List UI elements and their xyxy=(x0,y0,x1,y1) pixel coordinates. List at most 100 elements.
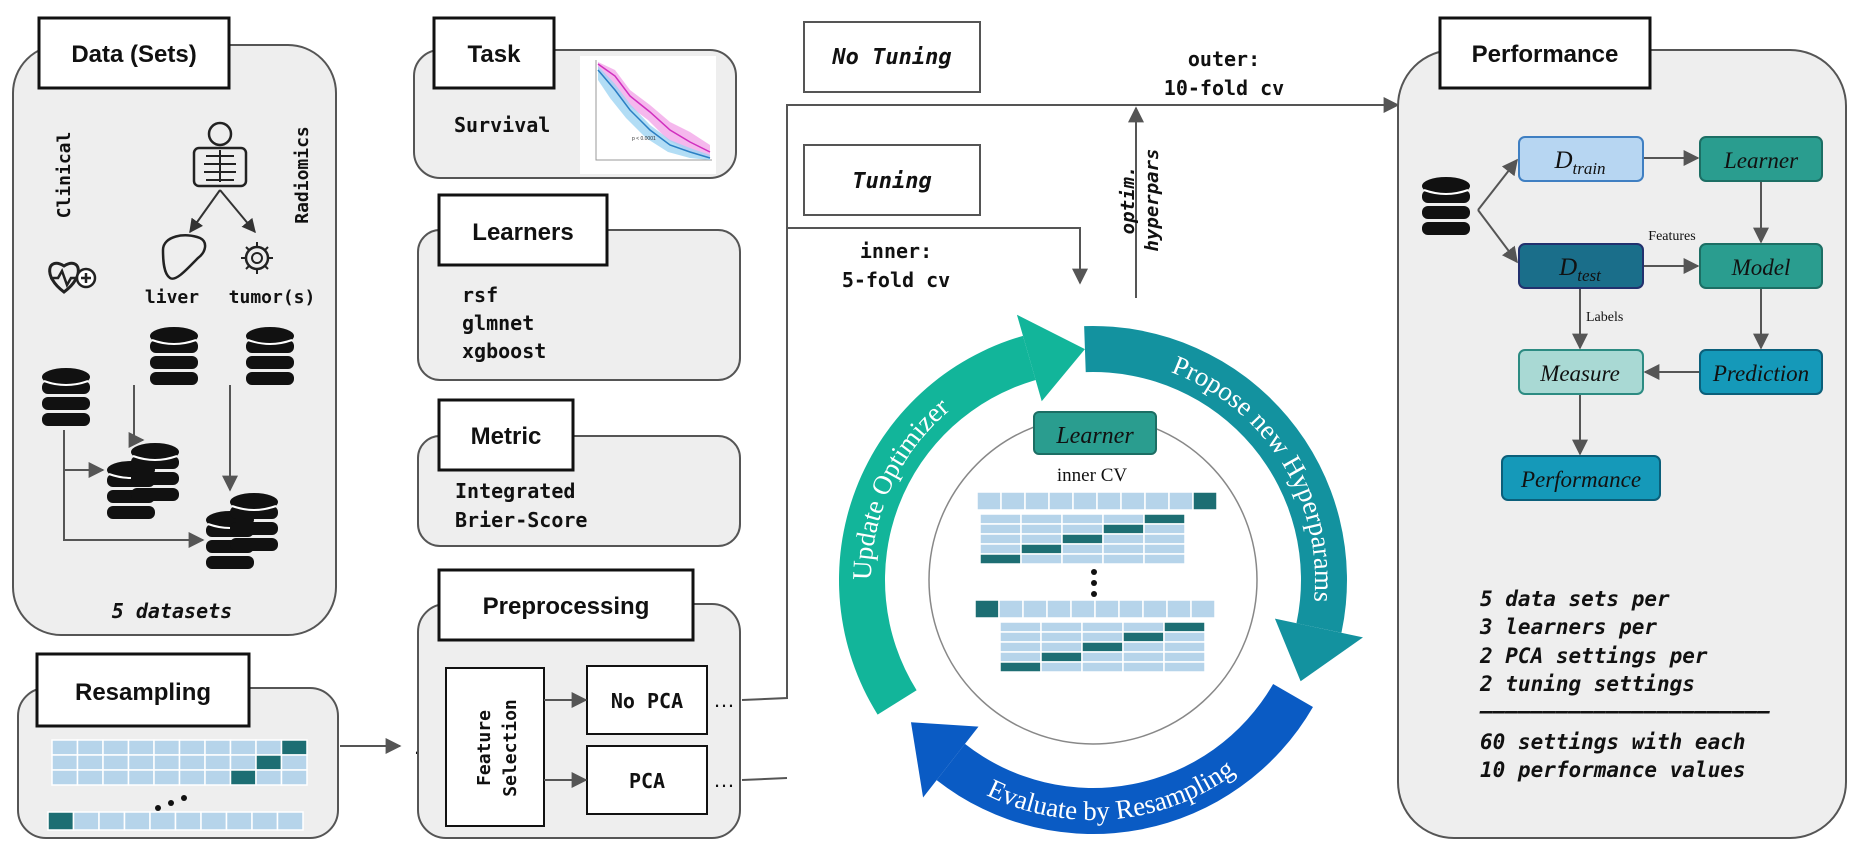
fold-cell xyxy=(1144,491,1170,511)
learner-item: xgboost xyxy=(462,339,546,363)
resampling-fold-grid xyxy=(47,739,308,831)
fold-cell xyxy=(999,621,1042,633)
fold-cell xyxy=(1070,599,1096,619)
fold-cell xyxy=(1096,491,1122,511)
fold-cell xyxy=(1122,631,1165,643)
performance-learner-box xyxy=(1699,136,1823,182)
fold-cell xyxy=(229,739,257,756)
data-sets-title: Data (Sets) xyxy=(71,41,196,68)
xray-body-icon xyxy=(192,121,248,188)
preprocessing-title: Preprocessing xyxy=(483,593,650,620)
fold-cell xyxy=(979,553,1022,565)
liver-label: liver xyxy=(145,287,199,308)
learners-panel: Learners rsf glmnet xgboost xyxy=(417,193,741,381)
fold-cell xyxy=(153,739,181,756)
fold-cell xyxy=(1020,523,1063,535)
fold-cell xyxy=(1143,513,1186,525)
fold-cell xyxy=(1081,631,1124,643)
combined-tumor-database-icon-back xyxy=(229,492,279,552)
fold-cell xyxy=(1048,491,1074,511)
data-sets-title-box xyxy=(37,16,231,90)
tuning-box xyxy=(803,144,981,216)
propose-arrowhead xyxy=(1274,618,1363,682)
fold-cell xyxy=(999,651,1042,663)
d-train-label: Dtrain xyxy=(1553,147,1605,178)
outer-cv-line-2: 10-fold cv xyxy=(1164,76,1284,100)
fold-cell xyxy=(1120,491,1146,511)
fold-cell xyxy=(1061,523,1104,535)
fold-cell xyxy=(976,491,1002,511)
data-sets-panel: Data (Sets) Clinical Radiomics liver tum… xyxy=(12,16,337,636)
performance-title: Performance xyxy=(1472,41,1619,68)
evaluate-arc xyxy=(936,684,1313,834)
outer-cv-line-1: outer: xyxy=(1188,47,1260,71)
preprocessing-panel: Preprocessing Feature Selection No PCA P… xyxy=(417,568,741,839)
fold-cell xyxy=(1020,543,1063,555)
measure-label: Measure xyxy=(1539,361,1620,386)
fold-cell xyxy=(1072,491,1098,511)
combined-liver-database-icon-back xyxy=(130,442,180,502)
fold-cell xyxy=(1143,543,1186,555)
features-label: Features xyxy=(1648,229,1695,244)
fold-cell xyxy=(102,754,130,771)
clinical-label: Clinical xyxy=(54,132,75,219)
fold-cell xyxy=(1020,533,1063,545)
fold-cell xyxy=(999,631,1042,643)
fold-cell xyxy=(1122,621,1165,633)
learner-item: rsf xyxy=(462,283,498,307)
fold-cell xyxy=(76,754,104,771)
fold-cell xyxy=(999,641,1042,653)
metric-title: Metric xyxy=(471,423,542,450)
model-label: Model xyxy=(1731,255,1791,280)
fold-cell xyxy=(72,811,100,831)
tuning-routes: No Tuning Tuning outer: 10-fold cv inner… xyxy=(741,21,1400,781)
summary-line: 2 tuning settings xyxy=(1479,672,1695,696)
fold-cell xyxy=(102,739,130,756)
fold-cell xyxy=(1163,631,1206,643)
summary-line: 2 PCA settings per xyxy=(1479,644,1708,668)
fold-cell xyxy=(1118,599,1144,619)
fold-cell xyxy=(1046,599,1072,619)
fold-cell xyxy=(255,739,283,756)
performance-panel: Performance Dtrain Dtest Learner Model P… xyxy=(1397,16,1847,839)
learner-item: glmnet xyxy=(462,311,534,335)
fold-cell xyxy=(1168,491,1194,511)
fold-cell xyxy=(1143,533,1186,545)
fold-cell xyxy=(178,739,206,756)
fold-cell xyxy=(1163,641,1206,653)
no-pca-ellipsis: … xyxy=(713,687,735,712)
survival-curve-thumbnail: p < 0.0001 xyxy=(580,56,716,174)
metric-line-1: Integrated xyxy=(455,479,575,503)
metric-line-2: Brier-Score xyxy=(455,508,587,532)
inner-cv-fold-grid xyxy=(974,491,1218,673)
no-pca-label: No PCA xyxy=(611,689,683,713)
prediction-label: Prediction xyxy=(1712,361,1809,386)
fold-cell xyxy=(204,739,232,756)
labels-label: Labels xyxy=(1586,310,1623,325)
tuning-label: Tuning xyxy=(852,169,931,194)
measure-box xyxy=(1518,349,1644,395)
fold-cell xyxy=(127,754,155,771)
fold-cell xyxy=(225,811,253,831)
survival-pvalue: p < 0.0001 xyxy=(632,136,656,142)
radiomics-label: Radiomics xyxy=(292,126,313,224)
feature-selection-line-2: Selection xyxy=(500,699,521,797)
fold-cell xyxy=(153,754,181,771)
optim-line-2: hyperpars xyxy=(1141,149,1163,252)
fold-cell xyxy=(1163,661,1206,673)
update-arrowhead xyxy=(1016,314,1085,402)
tuning-cycle: Propose new Hyperparams Evaluate by Resa… xyxy=(838,314,1363,834)
fold-cell xyxy=(153,769,181,786)
fold-cell xyxy=(76,769,104,786)
inner-cv-line-2: 5-fold cv xyxy=(842,268,950,292)
fold-cell xyxy=(1040,631,1083,643)
summary-line: 5 data sets per xyxy=(1480,587,1670,611)
performance-database-icon xyxy=(1421,176,1471,236)
datasets-count-label: 5 datasets xyxy=(112,599,232,623)
fold-cell xyxy=(1061,533,1104,545)
model-box xyxy=(1699,243,1823,289)
fold-cell xyxy=(1081,621,1124,633)
fold-cell xyxy=(1102,523,1145,535)
fold-cell xyxy=(1190,599,1216,619)
fold-cell xyxy=(280,769,308,786)
